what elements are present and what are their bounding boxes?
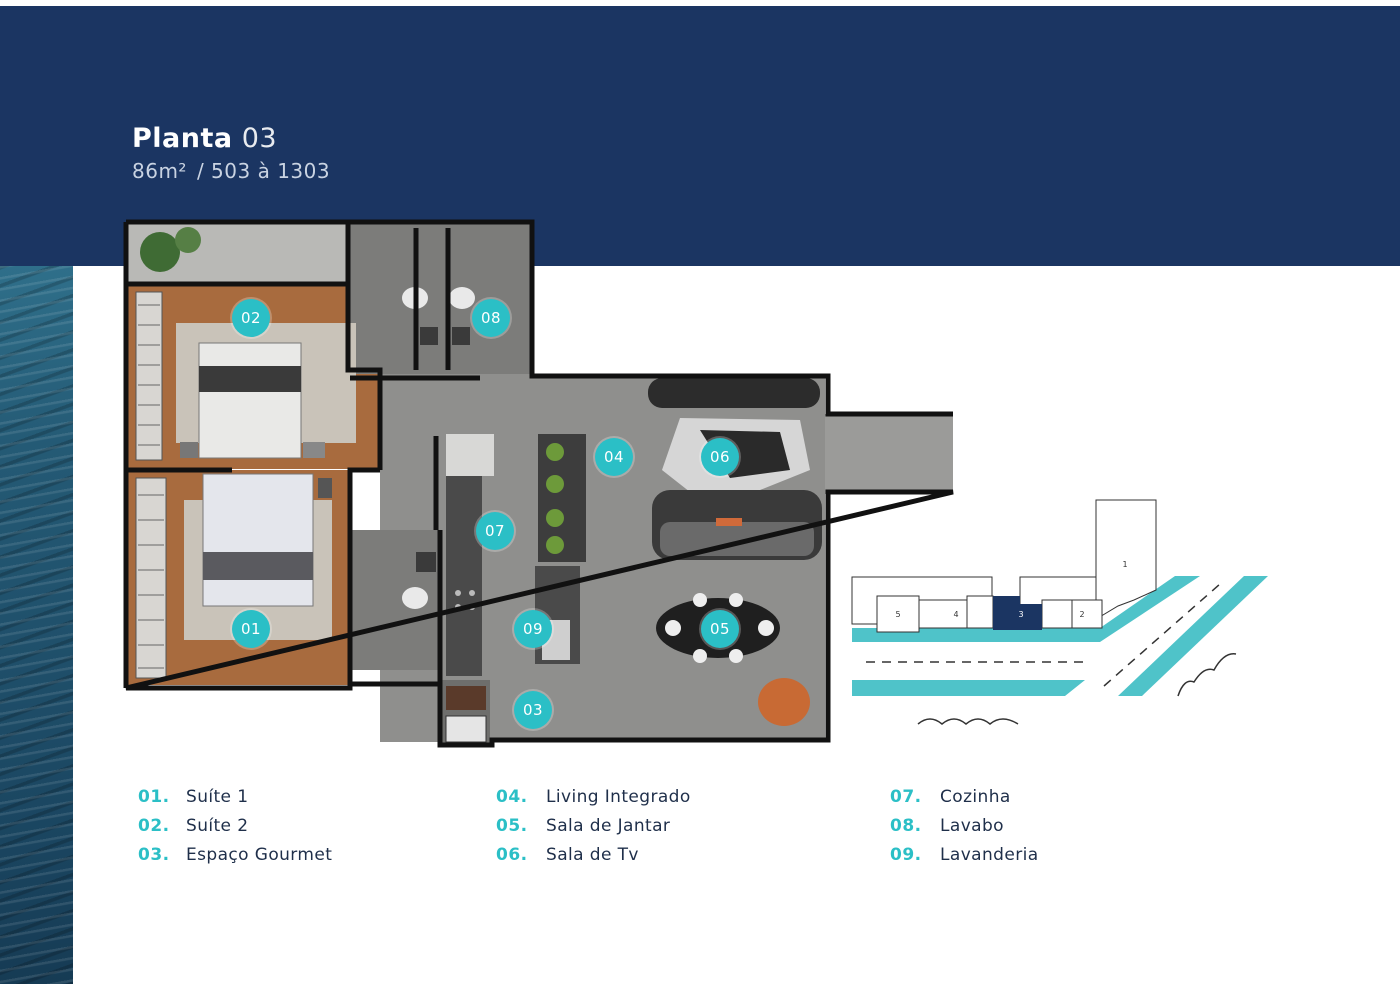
legend-number: 08. [890,815,922,836]
marker-09: 09 [514,610,552,648]
legend-number: 04. [496,786,528,807]
marker-06: 06 [701,438,739,476]
marker-02: 02 [232,299,270,337]
legend-item: 09. Lavanderia [890,840,1039,869]
legend-item: 01. Suíte 1 [138,782,332,811]
legend-item: 02. Suíte 2 [138,811,332,840]
keymap-unit-1: 1 [1122,560,1127,569]
legend-label: Espaço Gourmet [186,844,333,865]
legend-number: 02. [138,815,170,836]
legend-label: Cozinha [940,786,1011,807]
page-subtitle: 86m² / 503 à 1303 [132,156,330,186]
marker-03: 03 [514,691,552,729]
legend-item: 08. Lavabo [890,811,1039,840]
legend-item: 05. Sala de Jantar [496,811,691,840]
title-block: Planta 03 86m² / 503 à 1303 [132,122,330,186]
legend-item: 06. Sala de Tv [496,840,691,869]
legend-number: 03. [138,844,170,865]
sea-photo-strip [0,266,73,984]
marker-01: 01 [232,610,270,648]
legend-column-3: 07. Cozinha 08. Lavabo 09. Lavanderia [890,782,1039,869]
title-number: 03 [241,123,278,154]
units-text: / 503 à 1303 [196,159,331,183]
legend-number: 07. [890,786,922,807]
title-word: Planta [132,123,233,154]
keymap-unit-3: 3 [1018,610,1023,619]
marker-08: 08 [472,299,510,337]
legend-label: Lavabo [940,815,1004,836]
location-keymap: 1 2 3 4 5 [851,499,1268,725]
legend-label: Lavanderia [940,844,1039,865]
marker-04: 04 [595,438,633,476]
legend-number: 01. [138,786,170,807]
legend-label: Suíte 2 [186,815,249,836]
legend-number: 06. [496,844,528,865]
legend-number: 05. [496,815,528,836]
legend-label: Living Integrado [546,786,691,807]
keymap-unit-5: 5 [895,610,900,619]
area-text: 86m² [132,159,187,183]
legend-item: 03. Espaço Gourmet [138,840,332,869]
legend-number: 09. [890,844,922,865]
highlighted-unit [993,596,1042,630]
page-title: Planta 03 [132,122,330,156]
legend-column-1: 01. Suíte 1 02. Suíte 2 03. Espaço Gourm… [138,782,332,869]
keymap-unit-4: 4 [953,610,958,619]
marker-07: 07 [476,512,514,550]
keymap-unit-2: 2 [1079,610,1084,619]
legend-label: Suíte 1 [186,786,249,807]
legend-label: Sala de Jantar [546,815,671,836]
legend-label: Sala de Tv [546,844,639,865]
legend-item: 07. Cozinha [890,782,1039,811]
legend-column-2: 04. Living Integrado 05. Sala de Jantar … [496,782,691,869]
legend-item: 04. Living Integrado [496,782,691,811]
marker-05: 05 [701,610,739,648]
floor-plan [123,219,954,748]
